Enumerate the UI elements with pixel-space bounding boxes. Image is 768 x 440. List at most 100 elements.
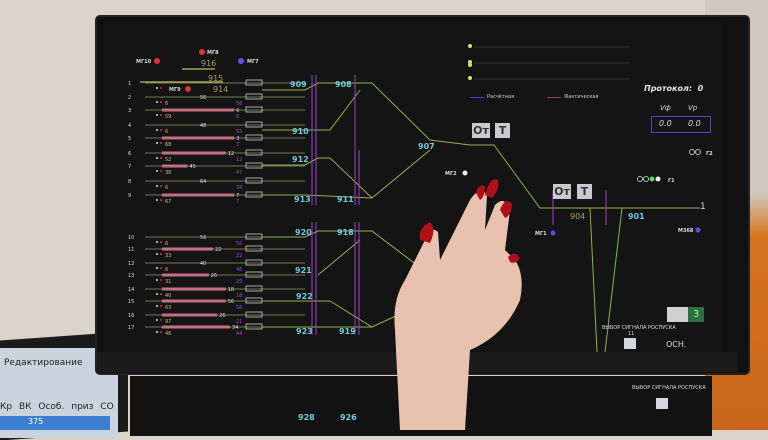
- retarder-icon[interactable]: [245, 134, 263, 141]
- signal-mg1-icon[interactable]: [550, 230, 556, 236]
- track-purple-value: 18: [236, 293, 242, 299]
- track-number[interactable]: 9: [128, 193, 131, 199]
- track-purple-value: 56: [236, 241, 242, 247]
- track-indicator-icon: [160, 199, 162, 201]
- track-indicator-icon: [160, 142, 162, 144]
- track-indicator-icon: [160, 331, 162, 333]
- occupancy-bar: [162, 313, 218, 317]
- switch-928[interactable]: 928: [298, 413, 315, 422]
- track-indicator-icon: [156, 170, 158, 172]
- track-number[interactable]: 11: [128, 247, 134, 253]
- retarder-icon[interactable]: [245, 285, 263, 292]
- track-purple-value: 22: [236, 253, 242, 259]
- switch-921[interactable]: 921: [295, 266, 312, 275]
- switch-910[interactable]: 910: [292, 127, 309, 136]
- track-number[interactable]: 5: [128, 136, 131, 142]
- retarder-icon[interactable]: [245, 149, 263, 156]
- retarder-icon[interactable]: [245, 121, 263, 128]
- track-number[interactable]: 2: [128, 95, 131, 101]
- track-number[interactable]: 14: [128, 287, 134, 293]
- retarder-icon[interactable]: [245, 93, 263, 100]
- track-indicator-icon: [156, 199, 158, 201]
- signal-m368-icon[interactable]: [695, 227, 701, 233]
- track-number[interactable]: 13: [128, 273, 134, 279]
- track-purple-value: 55: [236, 129, 242, 135]
- track-number[interactable]: 4: [128, 123, 131, 129]
- track-indicator-icon: [156, 267, 158, 269]
- t-button-1[interactable]: Т: [495, 123, 510, 138]
- track-indicator-icon: [160, 101, 162, 103]
- track-mid-value: 18: [228, 287, 234, 293]
- occupancy-bar: [162, 325, 230, 329]
- switch-919[interactable]: 919: [339, 327, 356, 336]
- retarder-icon[interactable]: [245, 271, 263, 278]
- signal-mg2-icon[interactable]: [462, 170, 468, 176]
- retarder-icon[interactable]: [245, 79, 263, 86]
- signal-mg8-icon[interactable]: [199, 49, 205, 55]
- switch-908[interactable]: 908: [335, 80, 352, 89]
- track-indicator-icon: [156, 253, 158, 255]
- signal-mg7-icon[interactable]: [238, 58, 244, 64]
- switch-904[interactable]: 904: [570, 212, 585, 221]
- signal-g1-lamps-icon[interactable]: [637, 176, 661, 182]
- track-number[interactable]: 16: [128, 313, 134, 319]
- signal-select-button-lower[interactable]: [656, 398, 668, 409]
- retarder-icon[interactable]: [245, 311, 263, 318]
- retarder-icon[interactable]: [245, 245, 263, 252]
- switch-912[interactable]: 912: [292, 155, 309, 164]
- signal-label-mg1: МГ1: [535, 231, 547, 237]
- track-mid-value: 64: [200, 179, 206, 185]
- switch-915[interactable]: 915: [208, 74, 223, 83]
- vf-label: Vф: [660, 104, 671, 112]
- track-bottom-value: 97: [165, 319, 171, 325]
- track-number[interactable]: 10: [128, 235, 134, 241]
- signal-mg10-icon[interactable]: [154, 58, 160, 64]
- switch-916[interactable]: 916: [201, 59, 216, 68]
- track-number[interactable]: 7: [128, 164, 131, 170]
- switch-920[interactable]: 920: [295, 228, 312, 237]
- switch-923[interactable]: 923: [296, 327, 313, 336]
- track-indicator-icon: [156, 293, 158, 295]
- switch-918[interactable]: 918: [337, 228, 354, 237]
- signal-label-mg8: МГ8: [207, 50, 219, 56]
- track-indicator-icon: [160, 170, 162, 172]
- track-purple-value: 3: [236, 142, 239, 148]
- switch-901[interactable]: 901: [628, 212, 645, 221]
- switch-922[interactable]: 922: [296, 292, 313, 301]
- track-number[interactable]: 8: [128, 179, 131, 185]
- switch-909[interactable]: 909: [290, 80, 307, 89]
- track-number[interactable]: 17: [128, 325, 134, 331]
- retarder-icon[interactable]: [245, 259, 263, 266]
- switch-926[interactable]: 926: [340, 413, 357, 422]
- laptop-selected-row[interactable]: [0, 416, 110, 430]
- switch-907[interactable]: 907: [418, 142, 435, 151]
- g3-indicator[interactable]: 3: [667, 307, 704, 322]
- signal-mg9-icon[interactable]: [185, 86, 191, 92]
- switch-911[interactable]: 911: [337, 195, 354, 204]
- ot-button-1[interactable]: От: [472, 123, 490, 138]
- track-indicator-icon: [156, 305, 158, 307]
- signal-g2-lamps-icon[interactable]: [689, 149, 701, 155]
- switch-913[interactable]: 913: [294, 195, 311, 204]
- track-indicator-icon: [156, 319, 158, 321]
- signal-select-button[interactable]: [624, 338, 636, 349]
- track-purple-value: 46: [236, 267, 242, 273]
- retarder-icon[interactable]: [245, 177, 263, 184]
- track-mid-value: 7: [236, 193, 239, 199]
- track-number[interactable]: 12: [128, 261, 134, 267]
- track-indicator-icon: [156, 185, 158, 187]
- track-number[interactable]: 1: [128, 81, 131, 87]
- switch-914[interactable]: 914: [213, 85, 228, 94]
- protocol: Протокол: 0: [644, 84, 703, 93]
- retarder-icon[interactable]: [245, 106, 263, 113]
- track-number[interactable]: 15: [128, 299, 134, 305]
- route-lines: [262, 82, 700, 353]
- ot-button-2[interactable]: От: [553, 184, 571, 199]
- protocol-value: 0: [697, 84, 704, 93]
- track-number[interactable]: 6: [128, 151, 131, 157]
- track-indicator-icon: [160, 279, 162, 281]
- t-button-2[interactable]: Т: [577, 184, 592, 199]
- track-bottom-value: 6: [165, 101, 168, 107]
- track-number[interactable]: 3: [128, 108, 131, 114]
